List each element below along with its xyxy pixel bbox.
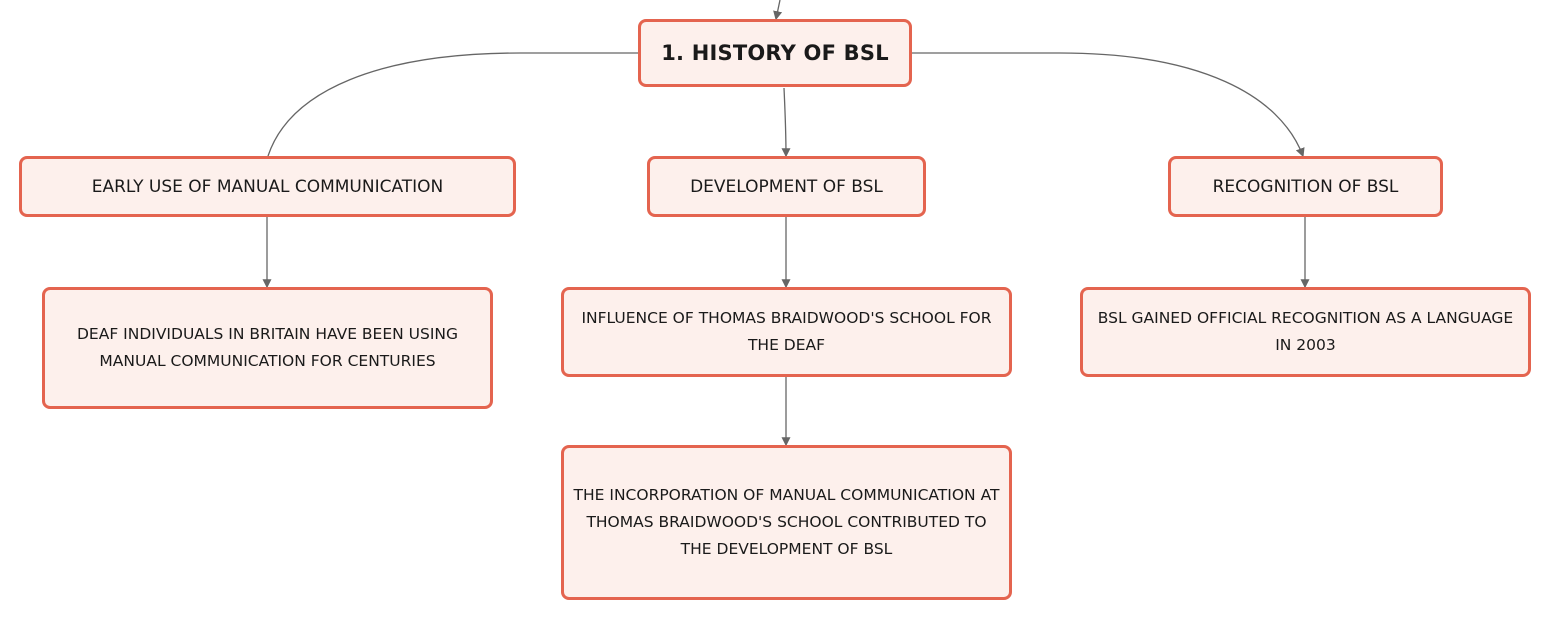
detail-node-deaf-individuals-label: DEAF INDIVIDUALS IN BRITAIN HAVE BEEN US… <box>76 325 459 370</box>
root-node[interactable]: 1. HISTORY OF BSL <box>638 19 912 87</box>
connector-root-early <box>267 52 638 157</box>
root-node-label: 1. HISTORY OF BSL <box>661 41 889 65</box>
branch-node-recognition[interactable]: RECOGNITION OF BSL <box>1168 156 1443 217</box>
detail-node-braidwood-influence-label: INFLUENCE OF THOMAS BRAIDWOOD'S SCHOOL F… <box>581 309 992 354</box>
connector-root-recognition <box>912 52 1305 158</box>
branch-node-recognition-label: RECOGNITION OF BSL <box>1212 176 1399 197</box>
branch-node-development-label: DEVELOPMENT OF BSL <box>690 176 883 197</box>
branch-node-development[interactable]: DEVELOPMENT OF BSL <box>647 156 926 217</box>
detail-node-braidwood-influence[interactable]: INFLUENCE OF THOMAS BRAIDWOOD'S SCHOOL F… <box>561 287 1012 377</box>
connector-incoming-root <box>773 0 783 21</box>
detail-node-official-recognition-label: BSL GAINED OFFICIAL RECOGNITION AS A LAN… <box>1097 309 1514 354</box>
branch-node-early-use[interactable]: EARLY USE OF MANUAL COMMUNICATION <box>19 156 516 217</box>
connector-root-development <box>781 87 791 158</box>
detail-node-official-recognition[interactable]: BSL GAINED OFFICIAL RECOGNITION AS A LAN… <box>1080 287 1531 377</box>
detail-node-incorporation-label: THE INCORPORATION OF MANUAL COMMUNICATIO… <box>573 486 1000 558</box>
detail-node-deaf-individuals[interactable]: DEAF INDIVIDUALS IN BRITAIN HAVE BEEN US… <box>42 287 493 409</box>
branch-node-early-use-label: EARLY USE OF MANUAL COMMUNICATION <box>91 176 444 197</box>
detail-node-incorporation[interactable]: THE INCORPORATION OF MANUAL COMMUNICATIO… <box>561 445 1012 600</box>
